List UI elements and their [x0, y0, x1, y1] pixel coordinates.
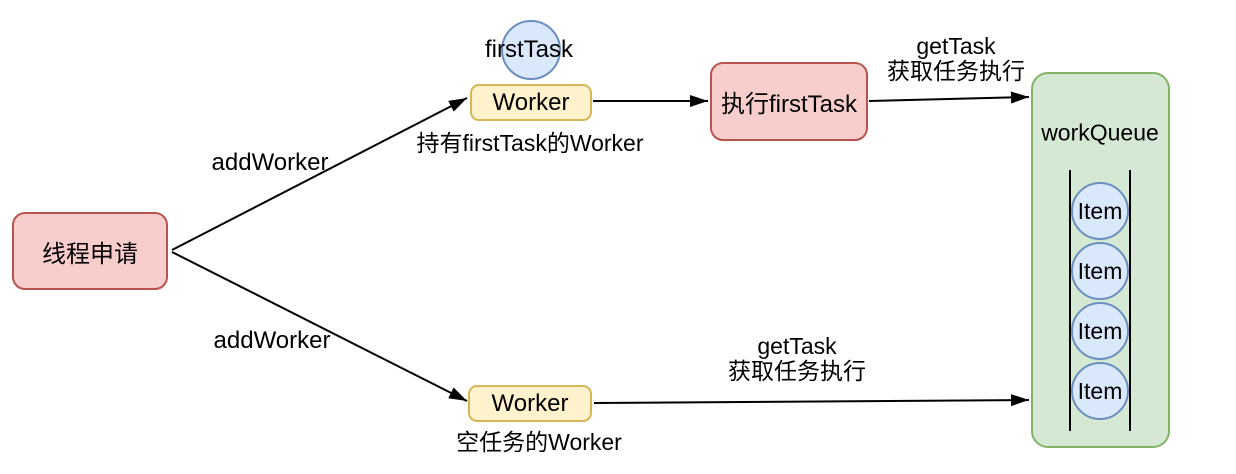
worker-with-firsttask-node: Worker [470, 84, 592, 121]
add-worker-bottom-label: addWorker [213, 327, 331, 354]
edge-worker-bottom-to-queue [593, 394, 1030, 407]
thread-request-node: 线程申请 [12, 212, 168, 290]
get-task-bottom-line2: 获取任务执行 [728, 358, 866, 384]
get-task-bottom-line1: getTask [757, 333, 837, 359]
queue-item-1: Item [1071, 182, 1129, 240]
get-task-bottom-label: getTask 获取任务执行 [728, 334, 866, 384]
get-task-top-line2: 获取任务执行 [887, 58, 1025, 84]
get-task-top-line1: getTask [916, 33, 996, 59]
exec-firsttask-node: 执行firstTask [710, 62, 868, 141]
get-task-top-label: getTask 获取任务执行 [887, 34, 1025, 84]
first-task-circle [501, 20, 561, 80]
edge-exec-to-queue [868, 91, 1030, 104]
queue-item-4: Item [1071, 362, 1129, 420]
add-worker-top-label: addWorker [211, 149, 329, 176]
worker-top-caption: 持有firstTask的Worker [416, 130, 644, 156]
work-queue-title: workQueue [1041, 119, 1159, 146]
queue-item-3: Item [1071, 302, 1129, 360]
worker-bottom-caption: 空任务的Worker [456, 429, 622, 455]
first-task-label: firstTask [484, 36, 574, 63]
worker-empty-task-node: Worker [468, 385, 592, 422]
queue-item-2: Item [1071, 242, 1129, 300]
